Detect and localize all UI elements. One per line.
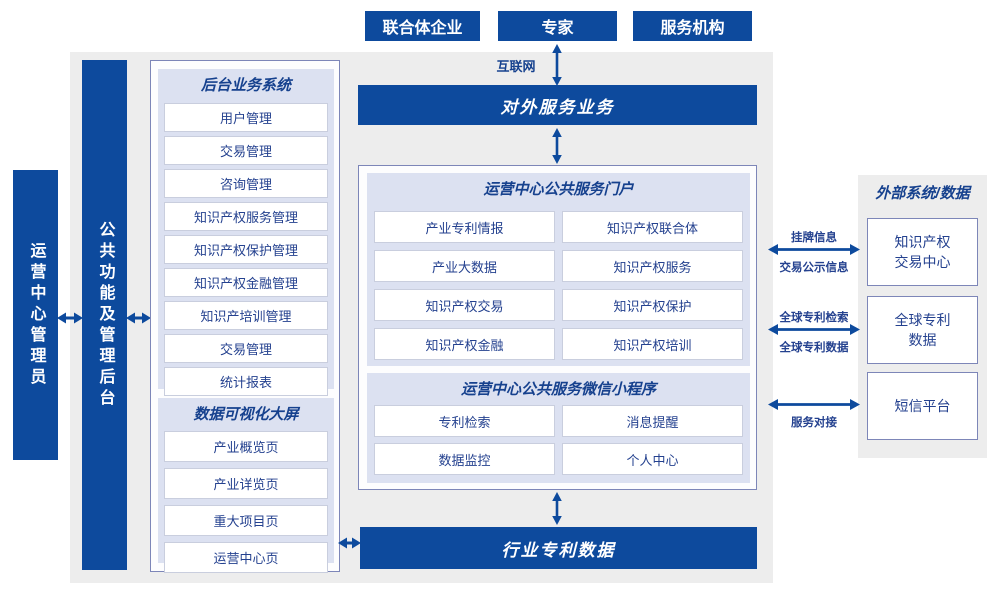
backend-system-list: 用户管理 交易管理 咨询管理 知识产权服务管理 知识产权保护管理 知识产权金融管… — [164, 103, 328, 396]
grid-item: 知识产权交易 — [374, 289, 555, 321]
miniprogram-section: 运营中心公共服务微信小程序 专利检索 消息提醒 数据监控 个人中心 — [367, 373, 750, 483]
portal-section: 运营中心公共服务门户 产业专利情报 知识产权联合体 产业大数据 知识产权服务 知… — [367, 173, 750, 366]
miniprogram-grid: 专利检索 消息提醒 数据监控 个人中心 — [374, 405, 743, 475]
arrow-backend-system-group — [126, 312, 151, 324]
actor-service-organization: 服务机构 — [633, 11, 752, 41]
external-box-global-patent-data: 全球专利 数据 — [867, 296, 978, 364]
list-item: 用户管理 — [164, 103, 328, 132]
grid-item: 知识产权服务 — [562, 250, 743, 282]
trade-publicity-info-label: 交易公示信息 — [779, 262, 849, 274]
grid-item: 数据监控 — [374, 443, 555, 475]
grid-item: 知识产权金融 — [374, 328, 555, 360]
grid-item: 消息提醒 — [562, 405, 743, 437]
grid-item: 知识产权保护 — [562, 289, 743, 321]
list-item: 知识产权保护管理 — [164, 235, 328, 264]
arrow-sms-platform — [768, 399, 860, 410]
actor-label: 专家 — [541, 20, 574, 37]
list-item: 重大项目页 — [164, 505, 328, 536]
listing-info-label: 挂牌信息 — [791, 232, 837, 244]
dashboard-section: 数据可视化大屏 产业概览页 产业详览页 重大项目页 运营中心页 — [158, 398, 334, 573]
box-line: 知识产权 — [894, 233, 951, 250]
actor-expert: 专家 — [498, 11, 617, 41]
operation-center-admin-bar: 运营中心管理员 — [13, 170, 58, 460]
arrow-admin-backend — [57, 312, 83, 324]
grid-item: 产业专利情报 — [374, 211, 555, 243]
miniprogram-title: 运营中心公共服务微信小程序 — [460, 381, 656, 398]
external-systems-panel: 外部系统/数据 知识产权 交易中心 全球专利 数据 短信平台 — [858, 175, 987, 458]
grid-item: 知识产权联合体 — [562, 211, 743, 243]
arrow-global-patent — [768, 324, 860, 335]
grid-item: 专利检索 — [374, 405, 555, 437]
external-box-ip-trade-center: 知识产权 交易中心 — [867, 218, 978, 286]
list-item: 交易管理 — [164, 334, 328, 363]
box-line: 交易中心 — [894, 254, 951, 270]
box-line: 数据 — [908, 332, 937, 348]
actor-label: 联合体企业 — [382, 20, 463, 37]
grid-item: 产业大数据 — [374, 250, 555, 282]
internet-label: 互联网 — [496, 59, 536, 74]
industry-patent-data-label: 行业专利数据 — [501, 540, 616, 560]
arrow-trade-center — [768, 244, 860, 255]
service-connection-label: 服务对接 — [791, 417, 837, 429]
list-item: 产业详览页 — [164, 468, 328, 499]
external-service-bar: 对外服务业务 — [358, 85, 757, 125]
backend-system-title: 后台业务系统 — [200, 77, 291, 94]
admin-bar-label: 运营中心管理员 — [27, 241, 45, 389]
box-line: 短信平台 — [894, 397, 951, 414]
dashboard-list: 产业概览页 产业详览页 重大项目页 运营中心页 — [164, 431, 328, 573]
public-functions-backend-bar: 公共功能及管理后台 — [82, 60, 127, 570]
dashboard-title: 数据可视化大屏 — [193, 406, 299, 423]
grid-item: 个人中心 — [562, 443, 743, 475]
global-patent-search-label: 全球专利检索 — [779, 312, 849, 324]
grid-item: 知识产权培训 — [562, 328, 743, 360]
list-item: 统计报表 — [164, 367, 328, 396]
backend-functions-label: 公共功能及管理后台 — [96, 220, 114, 410]
external-service-label: 对外服务业务 — [500, 97, 615, 117]
backend-group-box: 后台业务系统 用户管理 交易管理 咨询管理 知识产权服务管理 知识产权保护管理 … — [150, 60, 340, 573]
list-item: 产业概览页 — [164, 431, 328, 462]
arrow-servicebar-portal — [552, 128, 562, 164]
list-item: 咨询管理 — [164, 169, 328, 198]
industry-patent-data-bar: 行业专利数据 — [360, 527, 757, 569]
list-item: 知识产培训管理 — [164, 301, 328, 330]
list-item: 知识产权服务管理 — [164, 202, 328, 231]
actor-label: 服务机构 — [660, 20, 725, 37]
external-box-sms-platform: 短信平台 — [867, 372, 978, 440]
arrow-portal-patentdata — [552, 492, 562, 525]
list-item: 知识产权金融管理 — [164, 268, 328, 297]
global-patent-data-label: 全球专利数据 — [779, 342, 849, 354]
actor-consortium-enterprise: 联合体企业 — [365, 11, 480, 41]
portal-grid: 产业专利情报 知识产权联合体 产业大数据 知识产权服务 知识产权交易 知识产权保… — [374, 211, 743, 360]
backend-system-section: 后台业务系统 用户管理 交易管理 咨询管理 知识产权服务管理 知识产权保护管理 … — [158, 69, 334, 396]
arrow-internet-vertical — [552, 44, 562, 86]
external-panel-title: 外部系统/数据 — [875, 185, 970, 202]
arrow-dashboard-patentdata — [338, 537, 361, 549]
list-item: 运营中心页 — [164, 542, 328, 573]
box-line: 全球专利 — [894, 311, 951, 328]
portal-title: 运营中心公共服务门户 — [483, 181, 634, 198]
center-services-box: 运营中心公共服务门户 产业专利情报 知识产权联合体 产业大数据 知识产权服务 知… — [358, 165, 757, 490]
list-item: 交易管理 — [164, 136, 328, 165]
